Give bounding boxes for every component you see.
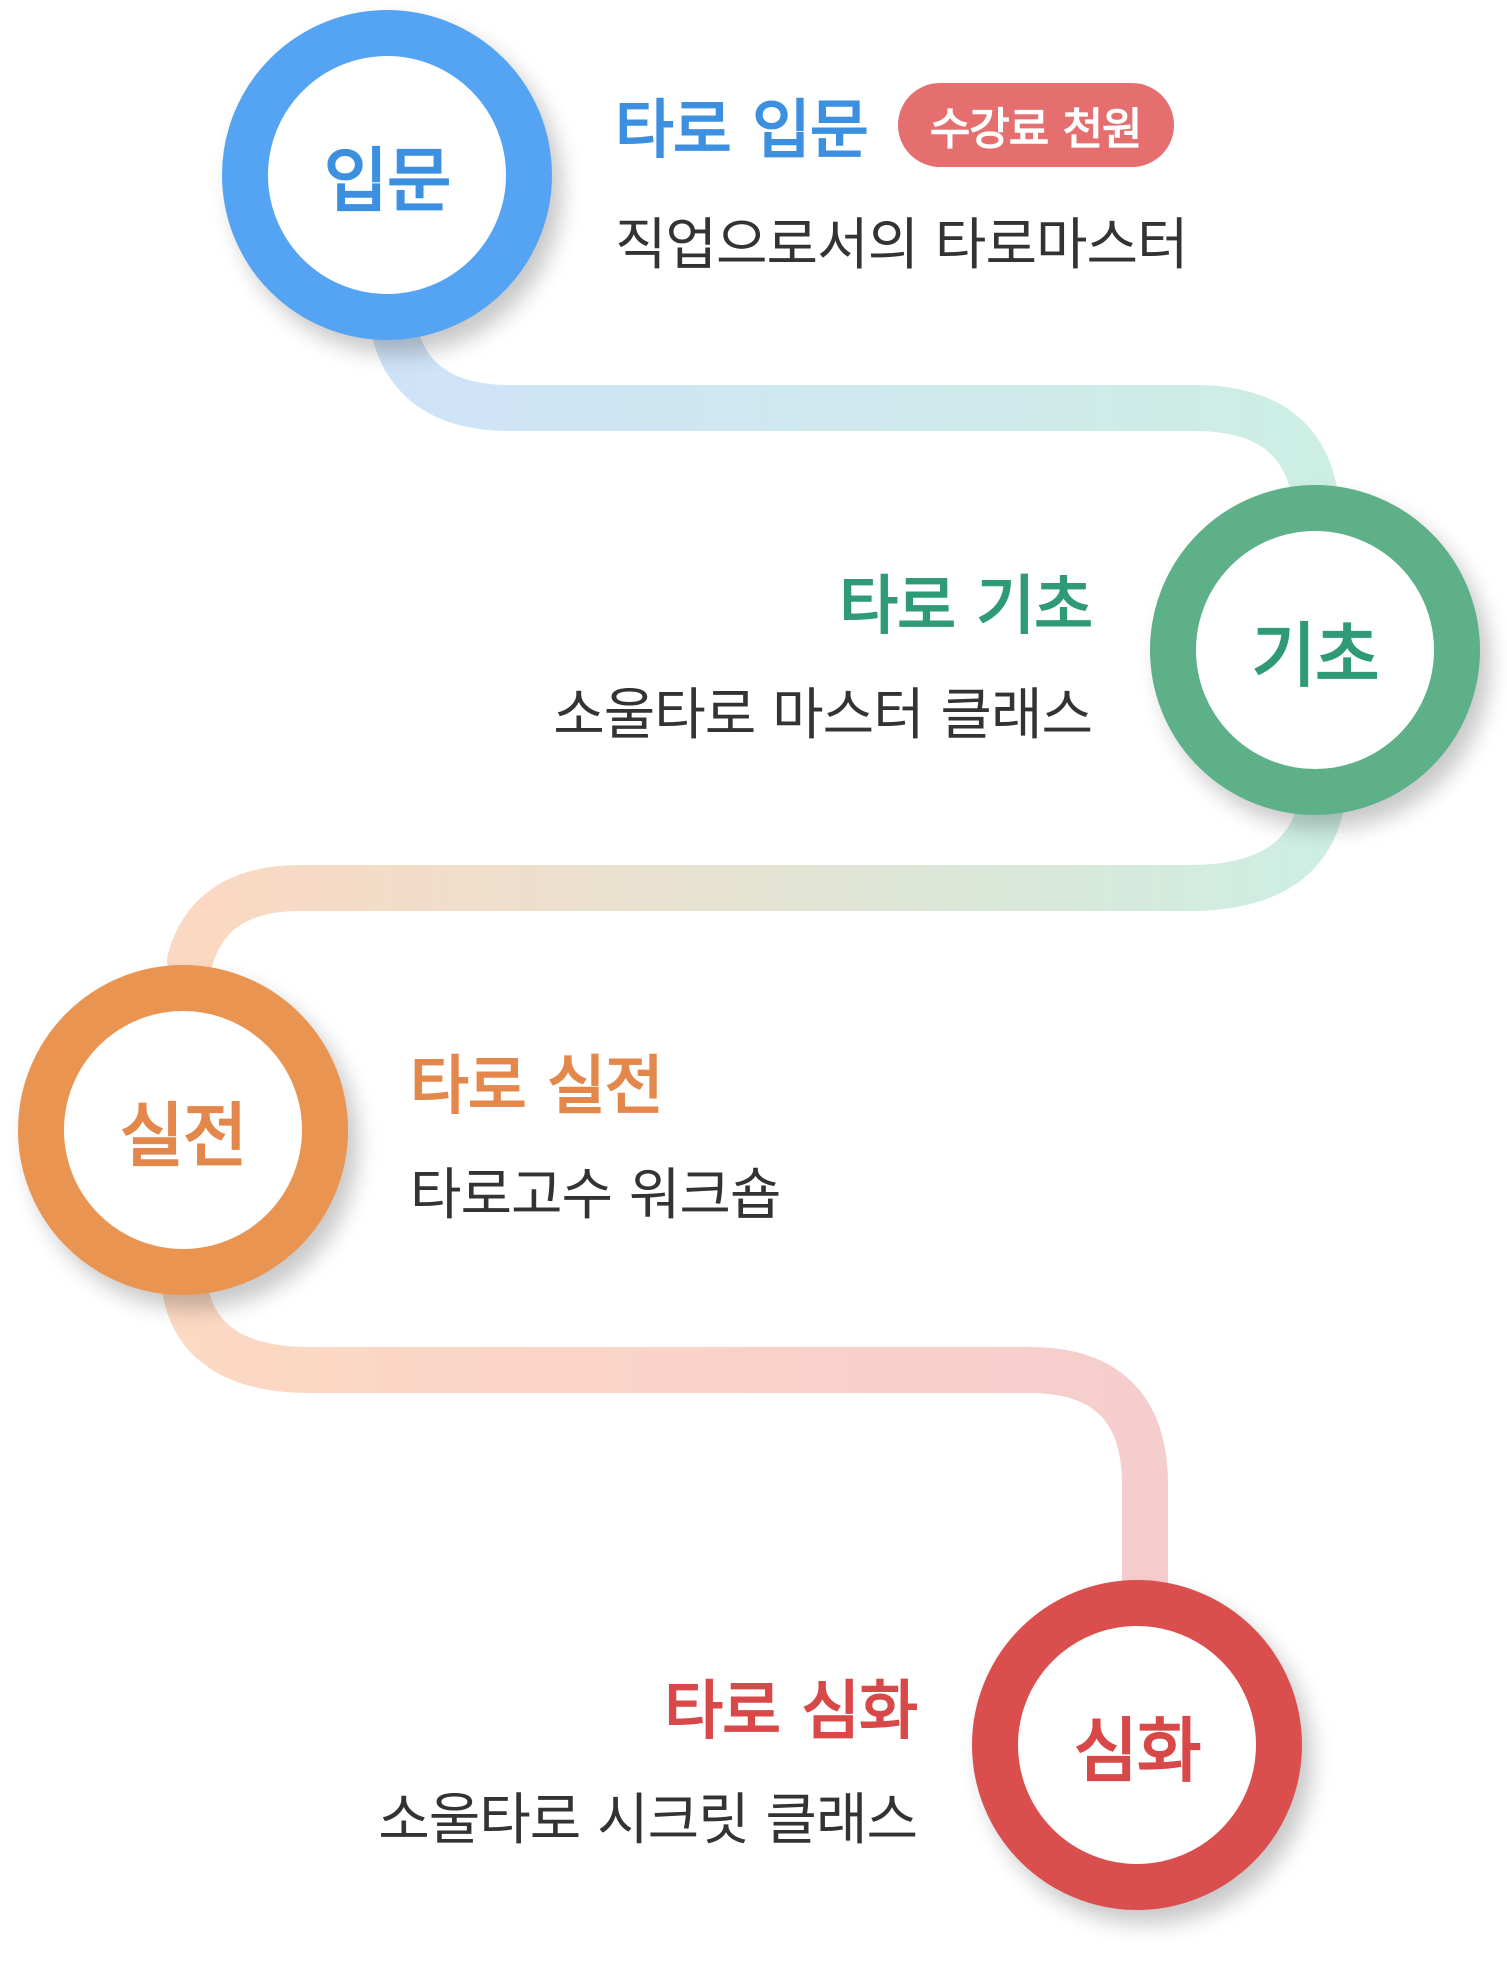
- price-badge: 수강료 천원: [897, 83, 1174, 167]
- step-subtitle: 소울타로 마스터 클래스: [553, 683, 1093, 748]
- step-circle-label: 기초: [1251, 614, 1380, 697]
- path-segment-basic-practice: [167, 787, 1343, 983]
- step-title: 타로 기초: [839, 570, 1093, 644]
- step-title: 타로 실전: [410, 1050, 664, 1124]
- step-title: 타로 입문: [615, 94, 869, 168]
- step-circle-label: 심화: [1073, 1709, 1202, 1792]
- path-segment-practice-advanced: [162, 1267, 1168, 1613]
- path-segment-intro-basic: [367, 267, 1338, 518]
- step-circle-practice: 실전: [18, 965, 348, 1295]
- step-circle-basic: 기초: [1150, 485, 1480, 815]
- step-circle-advanced: 심화: [972, 1580, 1302, 1910]
- step-circle-label: 실전: [119, 1094, 248, 1177]
- step-circle-intro: 입문: [222, 10, 552, 340]
- step-title: 타로 심화: [664, 1675, 918, 1749]
- step-title-row-intro: 타로 입문 수강료 천원: [615, 80, 1174, 170]
- step-subtitle: 소울타로 시크릿 클래스: [378, 1788, 918, 1853]
- step-subtitle: 직업으로서의 타로마스터: [615, 213, 1189, 278]
- step-circle-label: 입문: [323, 139, 452, 222]
- step-subtitle: 타로고수 워크숍: [410, 1163, 781, 1228]
